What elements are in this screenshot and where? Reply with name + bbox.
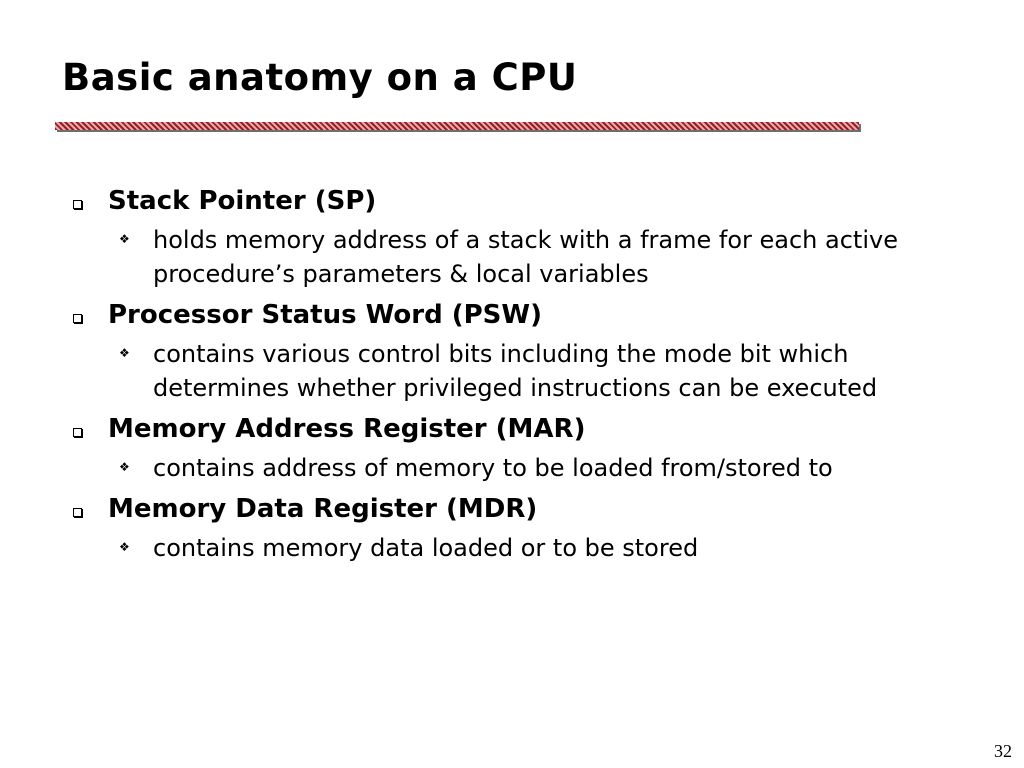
- square-bullet-icon: [73, 508, 82, 517]
- sub-bullet-text: contains address of memory to be loaded …: [153, 454, 833, 482]
- bullet-item: Stack Pointer (SP) ❖ holds memory addres…: [72, 183, 972, 291]
- title-divider: [55, 122, 859, 130]
- sub-bullet-list: ❖ contains various control bits includin…: [108, 337, 972, 405]
- square-bullet-icon: [73, 314, 82, 323]
- slide-title: Basic anatomy on a CPU: [62, 56, 578, 99]
- sub-bullet-list: ❖ contains memory data loaded or to be s…: [108, 531, 972, 565]
- sub-bullet-item: ❖ contains address of memory to be loade…: [108, 451, 913, 485]
- diamond-bullet-icon: ❖: [119, 460, 130, 474]
- sub-bullet-item: ❖ holds memory address of a stack with a…: [108, 223, 913, 291]
- sub-bullet-list: ❖ holds memory address of a stack with a…: [108, 223, 972, 291]
- bullet-item: Memory Data Register (MDR) ❖ contains me…: [72, 491, 972, 565]
- sub-bullet-text: contains memory data loaded or to be sto…: [153, 534, 699, 562]
- square-bullet-icon: [73, 200, 82, 209]
- page-number: 32: [994, 741, 1012, 761]
- sub-bullet-text: contains various control bits including …: [153, 340, 878, 402]
- diamond-bullet-icon: ❖: [119, 346, 130, 360]
- diamond-bullet-icon: ❖: [119, 232, 130, 246]
- sub-bullet-item: ❖ contains various control bits includin…: [108, 337, 913, 405]
- bullet-heading: Processor Status Word (PSW): [108, 300, 542, 330]
- square-bullet-icon: [73, 428, 82, 437]
- bullet-heading: Stack Pointer (SP): [108, 186, 377, 216]
- diamond-bullet-icon: ❖: [119, 540, 130, 554]
- bullet-heading: Memory Data Register (MDR): [108, 494, 538, 524]
- bullet-item: Processor Status Word (PSW) ❖ contains v…: [72, 297, 972, 405]
- bullet-list: Stack Pointer (SP) ❖ holds memory addres…: [72, 183, 972, 571]
- bullet-heading: Memory Address Register (MAR): [108, 414, 586, 444]
- bullet-item: Memory Address Register (MAR) ❖ contains…: [72, 411, 972, 485]
- sub-bullet-text: holds memory address of a stack with a f…: [153, 226, 898, 288]
- sub-bullet-list: ❖ contains address of memory to be loade…: [108, 451, 972, 485]
- sub-bullet-item: ❖ contains memory data loaded or to be s…: [108, 531, 913, 565]
